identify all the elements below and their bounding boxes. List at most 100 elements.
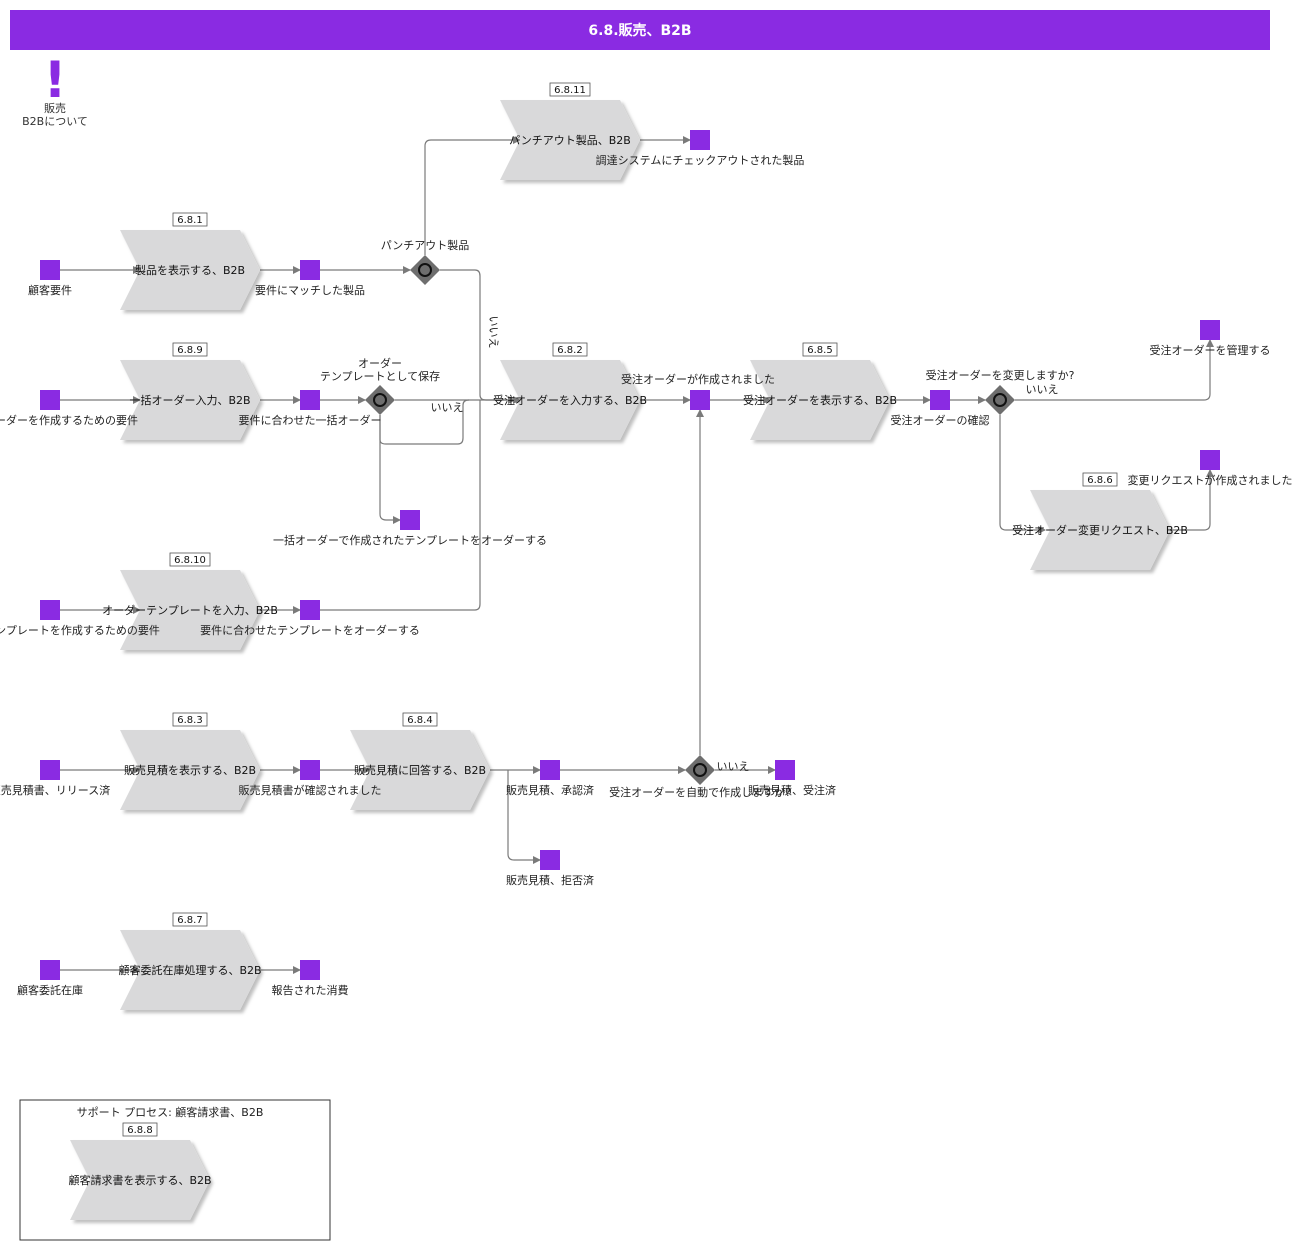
- process-label: 顧客委託在庫処理する、B2B: [118, 963, 261, 977]
- event-label: 一括オーダーを作成するための要件: [0, 413, 138, 427]
- process-label: 販売見積を表示する、B2B: [124, 763, 256, 777]
- event[interactable]: 報告された消費: [272, 960, 349, 997]
- connectors: [60, 136, 1214, 974]
- event-label: 要件に合わせた一括オーダー: [239, 413, 382, 427]
- process-code: 6.8.1: [177, 215, 202, 226]
- event[interactable]: 変更リクエストが作成されました: [1128, 450, 1293, 487]
- process-code: 6.8.10: [174, 555, 206, 566]
- process-label: 顧客請求書を表示する、B2B: [68, 1173, 211, 1187]
- event-label: 販売見積、承認済: [506, 783, 594, 797]
- process-label: 一括オーダー入力、B2B: [129, 393, 250, 407]
- process-6-8-2[interactable]: 6.8.2 受注オーダーを入力する、B2B: [493, 342, 647, 440]
- process-6-8-6[interactable]: 6.8.6 受注オーダー変更リクエスト、B2B: [1012, 472, 1188, 570]
- support-process-title: サポート プロセス: 顧客請求書、B2B: [77, 1105, 264, 1119]
- edge: [440, 269, 516, 404]
- process-6-8-11[interactable]: 6.8.11 パンチアウト製品、B2B: [500, 82, 640, 180]
- event-label: 顧客要件: [28, 283, 72, 297]
- edge: [999, 415, 1046, 534]
- event[interactable]: 顧客委託在庫: [17, 960, 83, 997]
- edge: [379, 415, 401, 524]
- gateway-label: テンプレートとして保存: [320, 369, 440, 383]
- event-label: 受注オーダーの確認: [891, 413, 990, 427]
- process-label: パンチアウト製品、B2B: [509, 133, 631, 147]
- process-label: オーダーテンプレートを入力、B2B: [102, 603, 278, 617]
- event[interactable]: 一括オーダーを作成するための要件: [0, 390, 138, 427]
- event[interactable]: 調達システムにチェックアウトされた製品: [596, 130, 805, 167]
- process-label: 受注オーダーを入力する、B2B: [493, 393, 647, 407]
- process-6-8-3[interactable]: 6.8.3 販売見積を表示する、B2B: [120, 712, 260, 810]
- process-label: 受注オーダー変更リクエスト、B2B: [1012, 523, 1188, 537]
- page-title: 6.8.販売、B2B: [10, 10, 1270, 50]
- process-label: 製品を表示する、B2B: [135, 263, 245, 277]
- event[interactable]: オーダーテンプレートを作成するための要件: [0, 600, 160, 637]
- gateway-change-order[interactable]: 受注オーダーを変更しますか?: [926, 368, 1075, 415]
- process-steps: 6.8.1 製品を表示する、B2B 6.8.9 一括オーダー入力、B2B 6.8…: [68, 82, 1188, 1220]
- gateways: パンチアウト製品 オーダー テンプレートとして保存 受注オーダーを変更しますか?…: [320, 238, 1075, 799]
- process-6-8-10[interactable]: 6.8.10 オーダーテンプレートを入力、B2B: [102, 552, 278, 650]
- edge: [379, 399, 470, 445]
- edge: [424, 136, 521, 255]
- about-marker[interactable]: ! 販売 B2Bについて: [10, 51, 100, 128]
- edge: [1170, 469, 1214, 531]
- event-label: 調達システムにチェックアウトされた製品: [596, 153, 805, 167]
- gateway-label: 受注オーダーを変更しますか?: [926, 368, 1075, 382]
- event[interactable]: 受注オーダーを管理する: [1150, 320, 1271, 357]
- event[interactable]: 受注オーダーが作成されました: [621, 372, 775, 410]
- about-label-line2: B2Bについて: [22, 115, 88, 128]
- process-code: 6.8.6: [1087, 475, 1112, 486]
- event-label: 受注オーダーが作成されました: [621, 372, 775, 386]
- process-6-8-8[interactable]: 6.8.8 顧客請求書を表示する、B2B: [68, 1122, 212, 1220]
- process-6-8-9[interactable]: 6.8.9 一括オーダー入力、B2B: [120, 342, 260, 440]
- event-label: 変更リクエストが作成されました: [1128, 473, 1293, 487]
- gateway-auto-create[interactable]: 受注オーダーを自動で作成しますか?: [609, 755, 791, 799]
- event[interactable]: 販売見積書、リリース済: [0, 760, 110, 797]
- edge: [1015, 339, 1214, 401]
- event-label: 報告された消費: [272, 983, 349, 997]
- event-label: オーダーテンプレートを作成するための要件: [0, 623, 160, 637]
- event[interactable]: 顧客要件: [28, 260, 72, 297]
- gateway-label: 受注オーダーを自動で作成しますか?: [609, 785, 791, 799]
- event[interactable]: 受注オーダーの確認: [891, 390, 990, 427]
- edge-label-no: いいえ: [1026, 383, 1059, 396]
- event[interactable]: 販売見積、受注済: [748, 760, 836, 797]
- edge-label-no: いいえ: [487, 316, 500, 349]
- event-label: 販売見積書が確認されました: [239, 783, 382, 797]
- process-code: 6.8.5: [807, 345, 832, 356]
- edge-label-no: いいえ: [717, 760, 750, 773]
- process-code: 6.8.3: [177, 715, 202, 726]
- process-code: 6.8.7: [177, 915, 202, 926]
- event[interactable]: 販売見積、拒否済: [506, 850, 594, 887]
- event-label: 販売見積、拒否済: [506, 873, 594, 887]
- event[interactable]: 販売見積、承認済: [506, 760, 594, 797]
- event-label: 要件に合わせたテンプレートをオーダーする: [200, 623, 420, 637]
- process-6-8-7[interactable]: 6.8.7 顧客委託在庫処理する、B2B: [118, 912, 262, 1010]
- events: 顧客要件 要件にマッチした製品 調達システムにチェックアウトされた製品 一括オー…: [0, 130, 1293, 997]
- process-code: 6.8.9: [177, 345, 202, 356]
- event-label: 一括オーダーで作成されたテンプレートをオーダーする: [273, 533, 547, 547]
- about-label-line1: 販売: [44, 102, 66, 115]
- edge: [320, 400, 481, 611]
- edge: [507, 770, 541, 864]
- gateway-punchout[interactable]: パンチアウト製品: [381, 238, 470, 285]
- process-6-8-1[interactable]: 6.8.1 製品を表示する、B2B: [120, 212, 260, 310]
- gateway-save-template[interactable]: オーダー テンプレートとして保存: [320, 356, 440, 415]
- event-label: 販売見積書、リリース済: [0, 783, 110, 797]
- event-label: 要件にマッチした製品: [255, 283, 365, 297]
- event[interactable]: 要件に合わせたテンプレートをオーダーする: [200, 600, 420, 637]
- gateway-label: オーダー: [358, 356, 402, 370]
- process-6-8-5[interactable]: 6.8.5 受注オーダーを表示する、B2B: [743, 342, 897, 440]
- edge-label-no: いいえ: [431, 401, 464, 414]
- event[interactable]: 要件にマッチした製品: [255, 260, 365, 297]
- process-code: 6.8.11: [554, 85, 586, 96]
- event-label: 顧客委託在庫: [17, 983, 83, 997]
- exclamation-icon: !: [43, 51, 67, 109]
- process-code: 6.8.8: [127, 1125, 152, 1136]
- event[interactable]: 要件に合わせた一括オーダー: [239, 390, 382, 427]
- support-process-box: サポート プロセス: 顧客請求書、B2B: [19, 1099, 331, 1241]
- process-code: 6.8.4: [407, 715, 432, 726]
- event[interactable]: 販売見積書が確認されました: [239, 760, 382, 797]
- event[interactable]: 一括オーダーで作成されたテンプレートをオーダーする: [273, 510, 547, 547]
- process-label: 販売見積に回答する、B2B: [354, 763, 486, 777]
- process-6-8-4[interactable]: 6.8.4 販売見積に回答する、B2B: [350, 712, 490, 810]
